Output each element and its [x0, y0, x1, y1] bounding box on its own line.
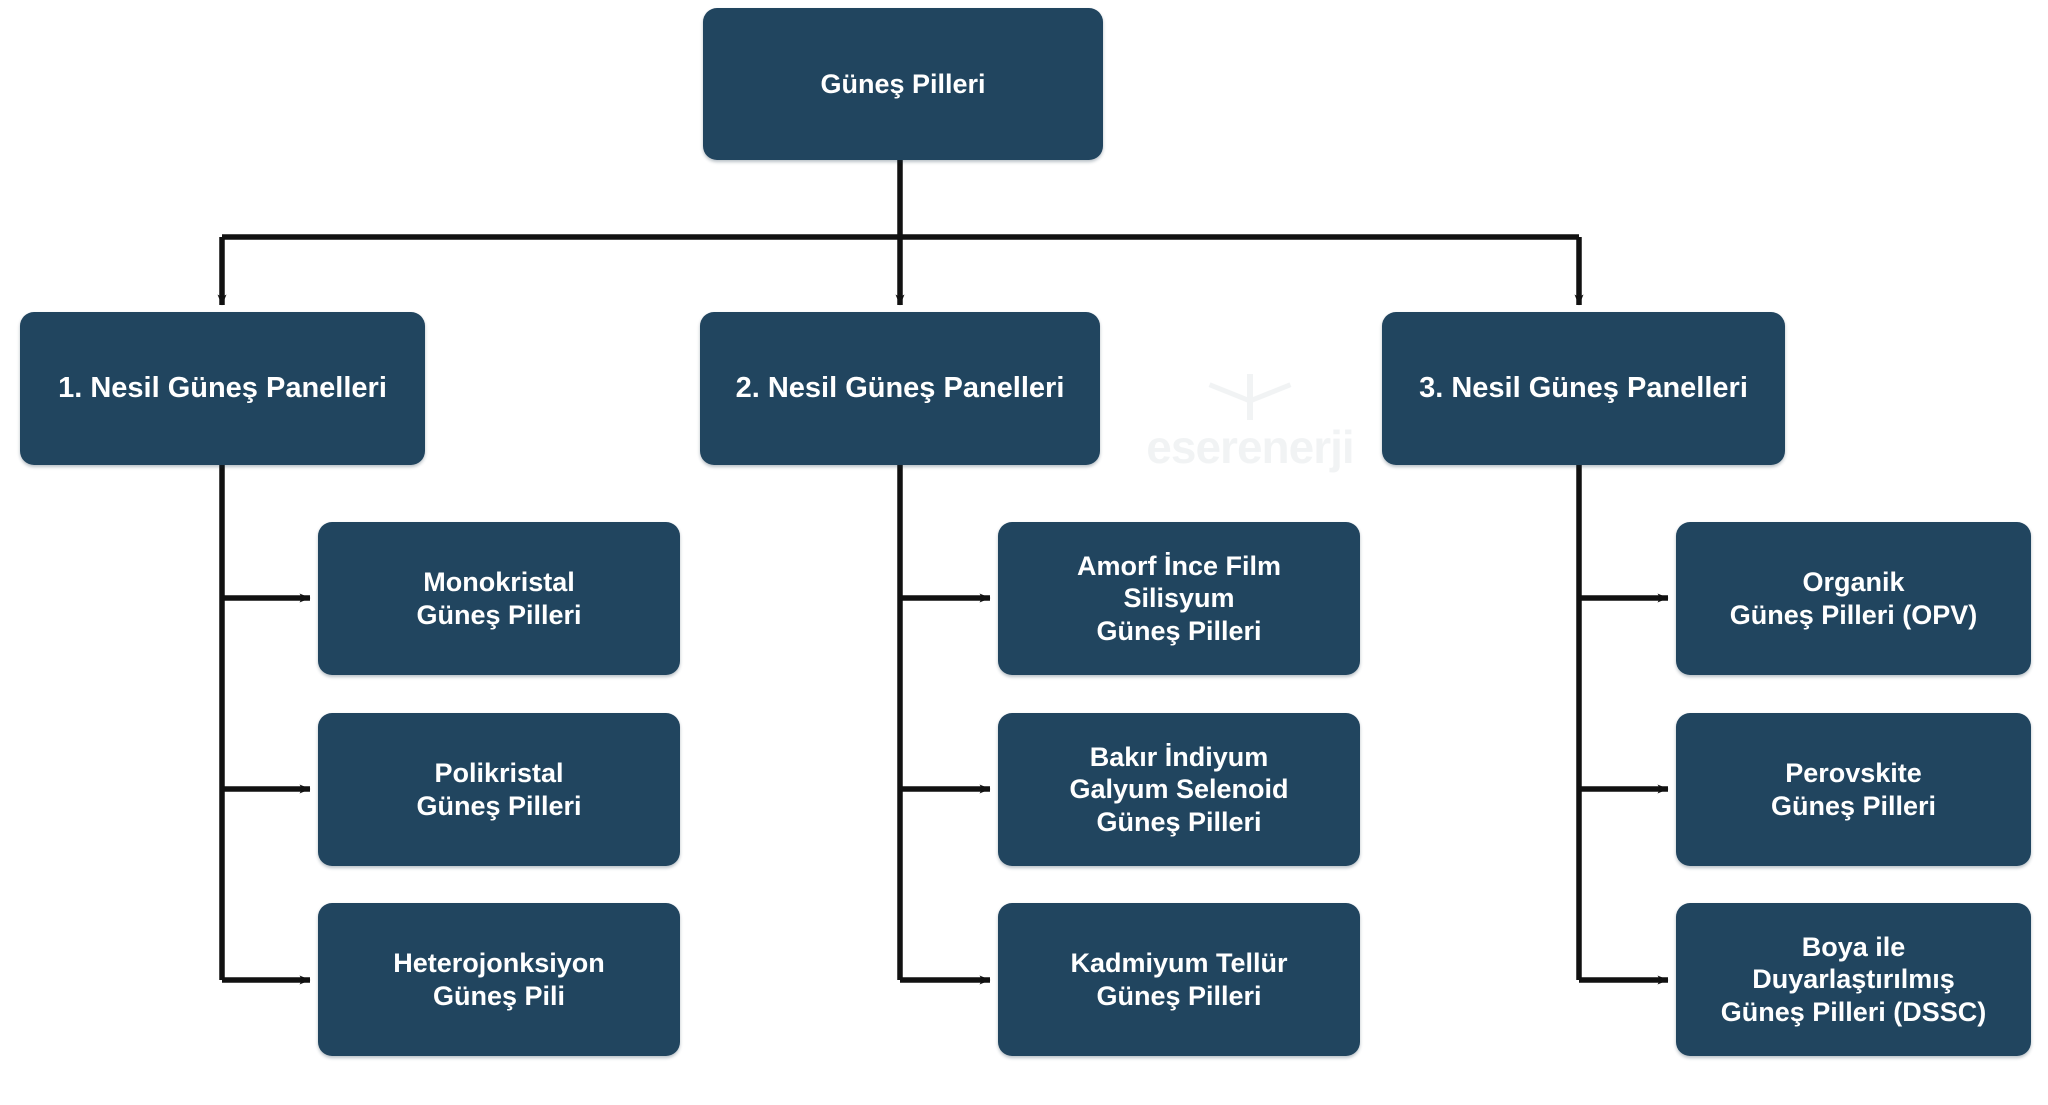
- node-kadmiyum-tellur[interactable]: Kadmiyum Tellür Güneş Pilleri: [998, 903, 1360, 1056]
- node-polikristal[interactable]: Polikristal Güneş Pilleri: [318, 713, 680, 866]
- node-heterojonksiyon[interactable]: Heterojonksiyon Güneş Pili: [318, 903, 680, 1056]
- node-monokristal[interactable]: Monokristal Güneş Pilleri: [318, 522, 680, 675]
- node-organik-opv[interactable]: Organik Güneş Pilleri (OPV): [1676, 522, 2031, 675]
- wind-turbine-icon: [1190, 374, 1310, 422]
- node-dssc[interactable]: Boya ile Duyarlaştırılmış Güneş Pilleri …: [1676, 903, 2031, 1056]
- node-perovskite[interactable]: Perovskite Güneş Pilleri: [1676, 713, 2031, 866]
- node-generation-3[interactable]: 3. Nesil Güneş Panelleri: [1382, 312, 1785, 465]
- node-bakir-indiyum[interactable]: Bakır İndiyum Galyum Selenoid Güneş Pill…: [998, 713, 1360, 866]
- watermark: eserenerji: [1100, 340, 1400, 470]
- node-generation-1[interactable]: 1. Nesil Güneş Panelleri: [20, 312, 425, 465]
- node-root[interactable]: Güneş Pilleri: [703, 8, 1103, 160]
- node-amorf-ince-film[interactable]: Amorf İnce Film Silisyum Güneş Pilleri: [998, 522, 1360, 675]
- watermark-text: eserenerji: [1146, 421, 1354, 473]
- node-generation-2[interactable]: 2. Nesil Güneş Panelleri: [700, 312, 1100, 465]
